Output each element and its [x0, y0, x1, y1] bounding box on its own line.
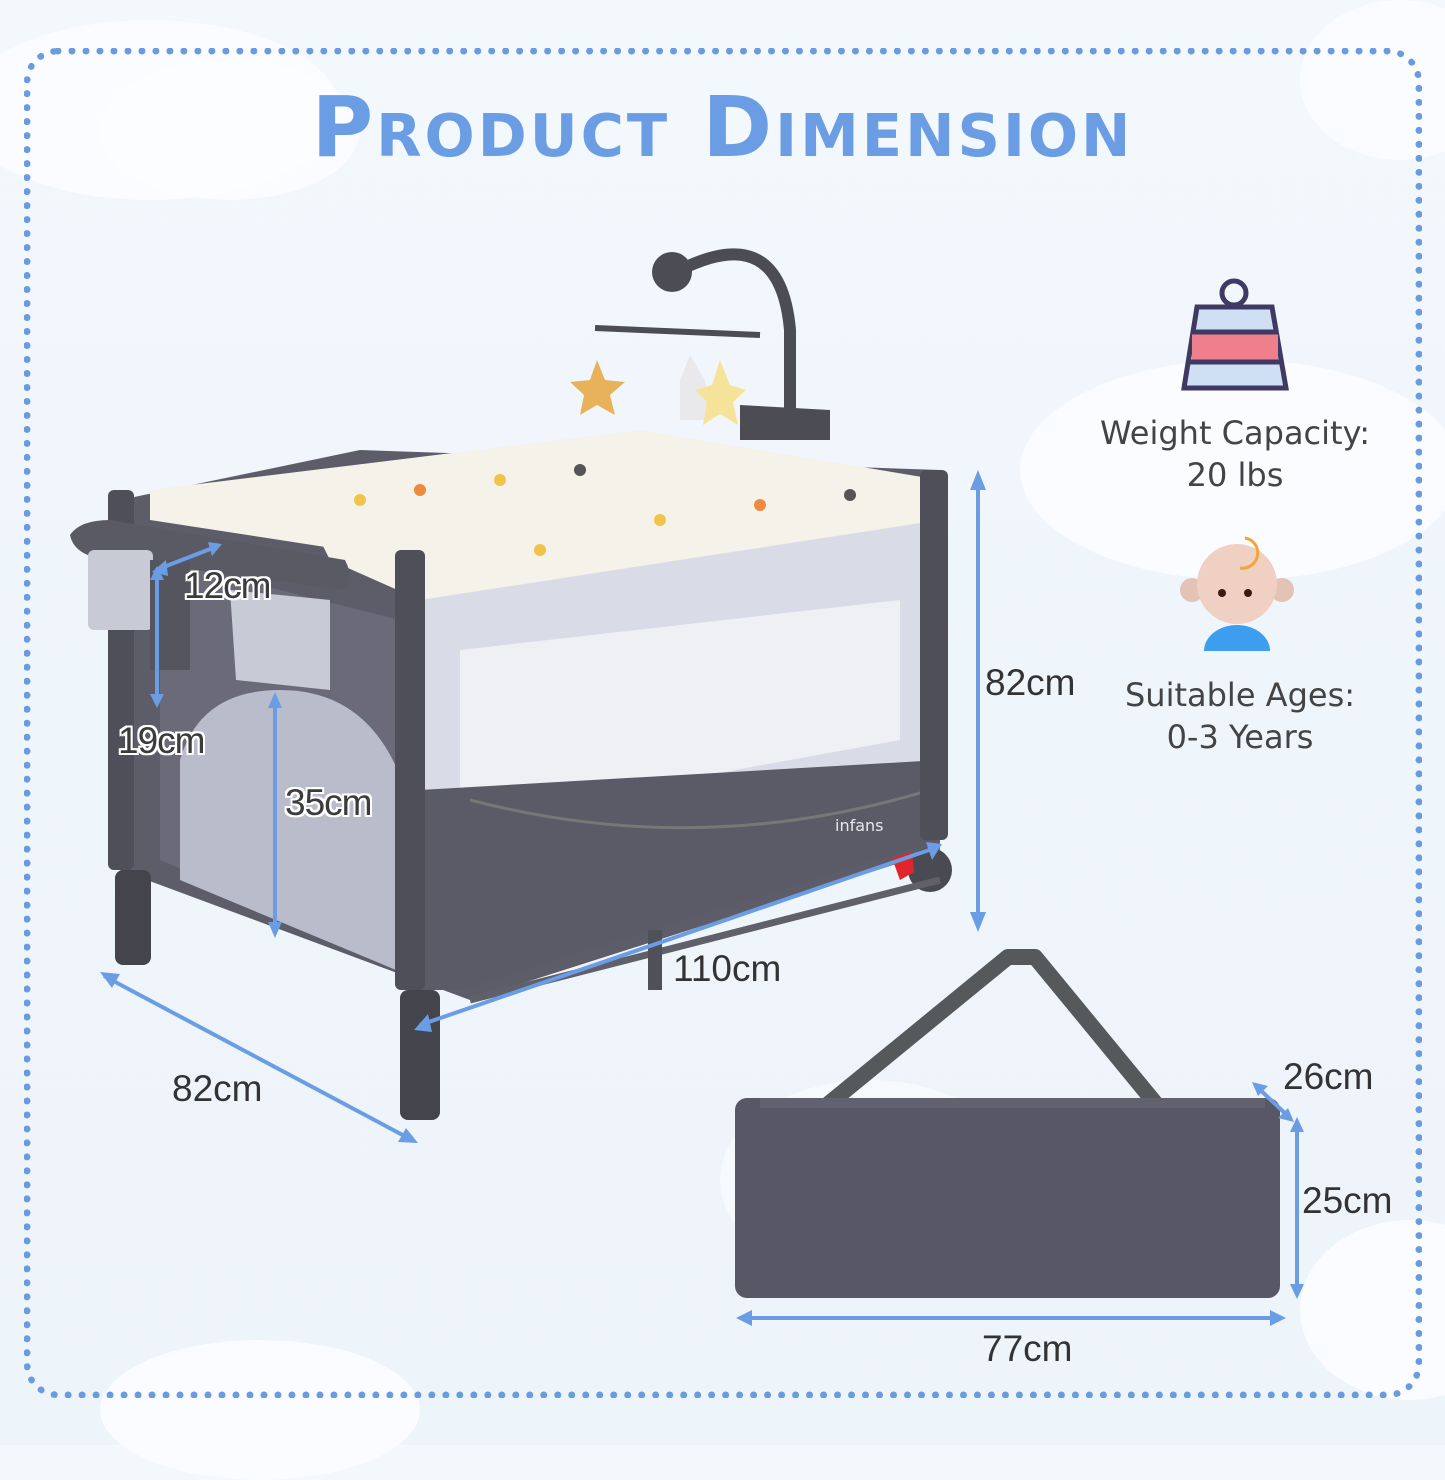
weight-capacity-value: 20 lbs: [1186, 456, 1284, 494]
storage-bag-image: [735, 949, 1280, 1298]
cloud-decoration: [1020, 360, 1445, 580]
dotted-frame: [24, 48, 1422, 1398]
crib-dimension-arrows: [100, 470, 986, 1143]
brand-label: infans: [835, 816, 884, 835]
bag-dimension-arrows: [736, 1082, 1304, 1326]
suitable-ages-value: 0-3 Years: [1166, 718, 1314, 756]
product-illustration: infans: [70, 248, 1304, 1326]
suitable-ages-info: Suitable Ages: 0-3 Years: [1090, 674, 1390, 758]
bag-height-label: 25cm: [1302, 1180, 1393, 1221]
organizer-width-label: 12cm: [184, 565, 271, 606]
crib-length-label: 110cm: [673, 948, 782, 989]
crib-width-label: 82cm: [172, 1068, 263, 1109]
floor-clearance-label: 35cm: [285, 782, 372, 823]
weight-capacity-info: Weight Capacity: 20 lbs: [1080, 412, 1390, 496]
page-title: Product Dimension: [311, 78, 1134, 176]
weight-icon: [1181, 278, 1289, 391]
crib-height-label: 82cm: [985, 662, 1076, 703]
bag-length-label: 77cm: [982, 1328, 1073, 1369]
suitable-ages-label: Suitable Ages:: [1124, 676, 1356, 714]
cloud-decoration: [100, 60, 360, 200]
weight-capacity-label: Weight Capacity:: [1100, 414, 1370, 452]
crib-image: infans: [70, 248, 952, 1120]
organizer-height-label: 19cm: [118, 720, 205, 761]
baby-icon: [1180, 536, 1294, 651]
bag-depth-label: 26cm: [1283, 1056, 1374, 1097]
